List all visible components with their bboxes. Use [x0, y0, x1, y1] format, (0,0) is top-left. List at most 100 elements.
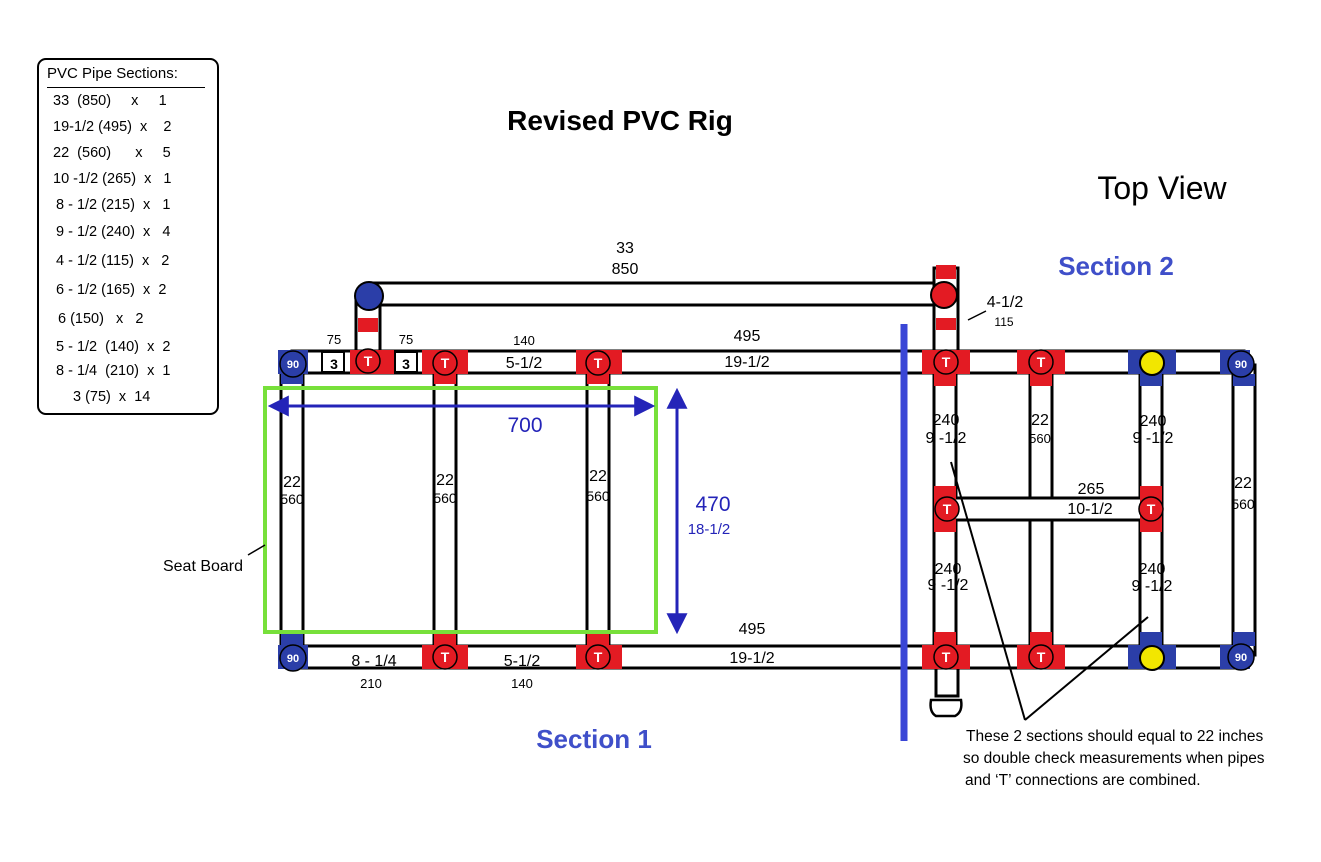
end-cap-icon: [929, 698, 963, 718]
s2-c1-bot-mm: 240: [935, 561, 962, 578]
tee-fitting-icon: T: [934, 496, 960, 522]
width-700: 700: [507, 414, 542, 437]
tee-label: T: [1147, 501, 1156, 517]
cap-upper-icon: [1139, 350, 1165, 376]
s2-bottom-drop: [934, 666, 960, 698]
s2-c1-top-in: 9 -1/2: [926, 430, 967, 447]
tee-fitting-icon: T: [933, 349, 959, 375]
seat-board-outline: [263, 386, 658, 634]
s1-left-22: 22: [283, 474, 301, 491]
view-label: Top View: [1097, 170, 1227, 206]
elbow-label: 90: [287, 653, 299, 665]
s1-mid1-22: 22: [436, 472, 454, 489]
elbow-label: 90: [287, 359, 299, 371]
note-leader-right: [1024, 616, 1149, 721]
elbow-90-icon: 90: [1227, 643, 1255, 671]
tee-fitting-icon: T: [1028, 349, 1054, 375]
tee-label: T: [594, 649, 603, 665]
tee-fitting-icon: T: [585, 350, 611, 376]
upper-495: 495: [734, 328, 761, 345]
seg-140-bottom: 140: [511, 676, 533, 691]
s1-mid2-560: 560: [586, 488, 610, 504]
legend-row: 33 (850) x 1: [53, 93, 167, 109]
s1-mid1-560: 560: [433, 490, 457, 506]
legend-row: 5 - 1/2 (140) x 2: [56, 339, 171, 355]
top-pipe-mm: 850: [612, 261, 639, 278]
s2-c3-bot-mm: 240: [1139, 561, 1166, 578]
tee-fittings: T T T T T T T T T T T: [355, 348, 1164, 670]
legend-row: 10 -1/2 (265) x 1: [53, 171, 172, 187]
lower-495: 495: [739, 621, 766, 638]
s2-mid-10half: 10-1/2: [1067, 501, 1112, 518]
s1-mid2-vertical: [585, 363, 611, 657]
tee-label: T: [364, 353, 373, 369]
note-line-1: These 2 sections should equal to 22 inch…: [966, 728, 1264, 745]
tee-label: T: [1037, 649, 1046, 665]
seg-5half-top: 5-1/2: [506, 355, 543, 372]
small-75-a: 75: [327, 332, 341, 347]
height-18half: 18-1/2: [688, 521, 731, 538]
tee-fitting-icon: T: [355, 348, 381, 374]
elbow-90-icon: 90: [1227, 350, 1255, 378]
note-leader-left: [950, 461, 1026, 721]
s2-c3-bot-in: 9 -1/2: [1132, 578, 1173, 595]
elbow-90-icon: 90: [279, 350, 307, 378]
tee-label: T: [942, 354, 951, 370]
tee-label: T: [1037, 354, 1046, 370]
tee-label: T: [594, 355, 603, 371]
s2-c2-22: 22: [1031, 412, 1049, 429]
small-3-a: 3: [330, 356, 338, 372]
elbow-label: 90: [1235, 652, 1247, 664]
s2-right-22: 22: [1234, 475, 1252, 492]
legend-row: 3 (75) x 14: [73, 389, 151, 405]
small-75-b: 75: [399, 332, 413, 347]
riser-inches: 4-1/2: [987, 294, 1024, 311]
section1-label: Section 1: [536, 724, 652, 754]
seat-board-label: Seat Board: [163, 558, 243, 575]
fitting-collars: [278, 265, 1255, 669]
seg-5half-bottom: 5-1/2: [504, 653, 541, 670]
s2-c3-top-in: 9 -1/2: [1133, 430, 1174, 447]
tee-fitting-icon: T: [432, 644, 458, 670]
tee-label: T: [943, 501, 952, 517]
upper-19half: 19-1/2: [724, 354, 769, 371]
tee-label: T: [441, 649, 450, 665]
lower-19half: 19-1/2: [729, 650, 774, 667]
s1-left-vertical: [279, 363, 305, 657]
tee-label: T: [441, 355, 450, 371]
riser-leader-line: [967, 310, 987, 321]
s2-c3-top-mm: 240: [1140, 413, 1167, 430]
tee-fitting-icon: T: [1028, 644, 1054, 670]
seg-140-top: 140: [513, 333, 535, 348]
tee-label: T: [942, 649, 951, 665]
s2-c2-560: 560: [1029, 431, 1051, 446]
section2-label: Section 2: [1058, 251, 1174, 281]
pipe-sections-legend: PVC Pipe Sections: 33 (850) x 1 19-1/2 (…: [37, 58, 219, 415]
seg-8quarter: 8 - 1/4: [351, 653, 396, 670]
legend-header: PVC Pipe Sections:: [47, 65, 178, 82]
s2-c1-bot-in: 9 -1/2: [928, 577, 969, 594]
riser-mm: 115: [994, 315, 1013, 329]
seg-210: 210: [360, 676, 382, 691]
legend-row: 6 - 1/2 (165) x 2: [56, 282, 167, 298]
tee-fitting-icon: T: [432, 350, 458, 376]
tee-fitting-icon: T: [585, 644, 611, 670]
s1-mid2-22: 22: [589, 468, 607, 485]
legend-row: 6 (150) x 2: [58, 311, 144, 327]
legend-row: 22 (560) x 5: [53, 145, 171, 161]
elbow-90-icon: 90: [279, 644, 307, 672]
s2-right-560: 560: [1231, 496, 1255, 512]
cap-lower-icon: [1139, 645, 1165, 671]
seat-leader-line: [247, 544, 266, 556]
legend-row: 19-1/2 (495) x 2: [53, 119, 172, 135]
small-3-b: 3: [402, 356, 410, 372]
top-pipe-850: [364, 281, 948, 307]
note-line-3: and ‘T’ connections are combined.: [965, 772, 1201, 789]
elbow-fittings: 90 90 90 90: [279, 350, 1255, 672]
s1-mid1-vertical: [432, 363, 458, 657]
tee-fitting-icon: T: [1138, 496, 1164, 522]
legend-row: 8 - 1/2 (215) x 1: [56, 197, 171, 213]
s2-mid-265: 265: [1078, 481, 1105, 498]
elbow-label: 90: [1235, 359, 1247, 371]
